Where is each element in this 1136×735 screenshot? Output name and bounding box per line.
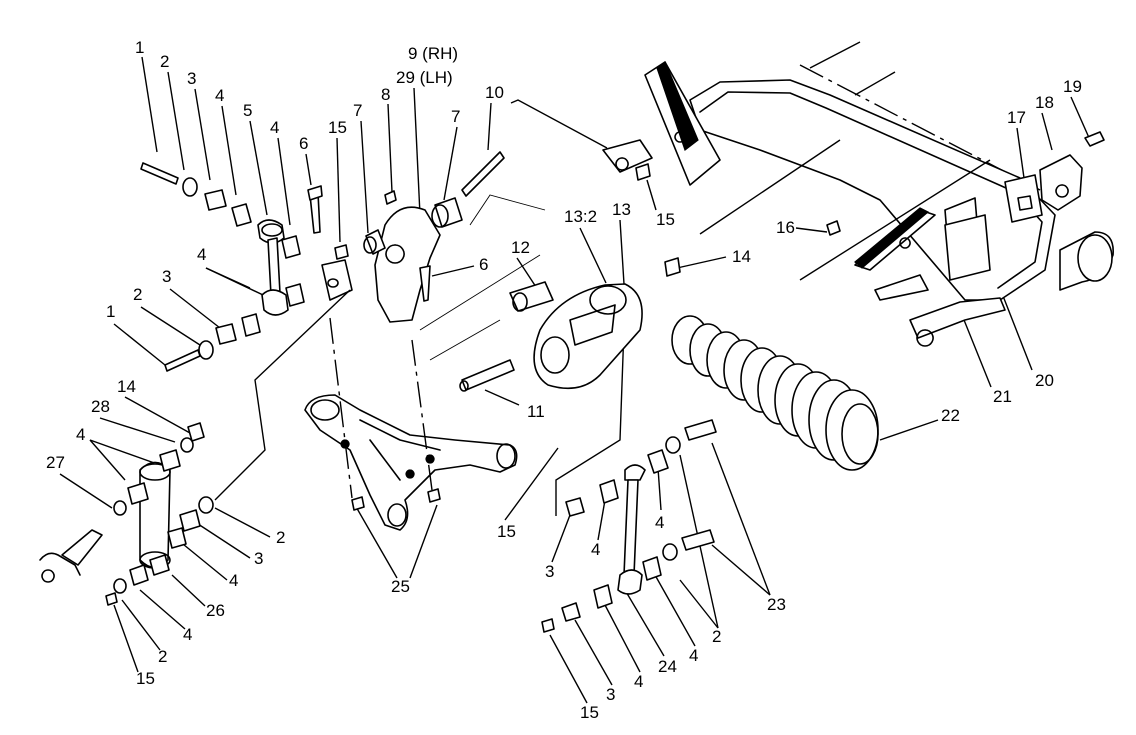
- callout-4: 4: [197, 245, 206, 264]
- callout-3: 3: [162, 267, 171, 286]
- callout-4: 4: [689, 646, 698, 665]
- callout-5: 5: [243, 101, 252, 120]
- spring-assembly: [459, 257, 879, 471]
- callout-3: 3: [187, 69, 196, 88]
- callout-15: 15: [656, 210, 675, 229]
- callout-15: 15: [136, 669, 155, 688]
- callout-4: 4: [183, 625, 192, 644]
- callout-1: 1: [106, 302, 115, 321]
- callout-6: 6: [479, 255, 488, 274]
- callout-2: 2: [160, 52, 169, 71]
- callout-4: 4: [655, 513, 664, 532]
- callout-12: 12: [511, 238, 530, 257]
- callout-2: 2: [158, 647, 167, 666]
- callout-1: 1: [135, 38, 144, 57]
- callout-3: 3: [254, 549, 263, 568]
- pivot-bracket-assembly: [140, 151, 546, 501]
- callout-16: 16: [776, 218, 795, 237]
- rear-frame-assembly: [602, 41, 1114, 347]
- coil-spring: [671, 315, 879, 471]
- callout-7: 7: [451, 107, 460, 126]
- callout-4: 4: [76, 425, 85, 444]
- callout-23: 23: [767, 595, 786, 614]
- control-arm: [304, 317, 518, 531]
- callout-18: 18: [1035, 93, 1054, 112]
- callout-7: 7: [353, 101, 362, 120]
- callout-10: 10: [485, 83, 504, 102]
- callout-4: 4: [270, 118, 279, 137]
- knuckle-assembly: [39, 422, 214, 606]
- callout-29-lh: 29 (LH): [396, 68, 453, 87]
- callout-2: 2: [712, 627, 721, 646]
- callout-19: 19: [1063, 77, 1082, 96]
- callout-26: 26: [206, 601, 225, 620]
- callout-13: 13: [612, 200, 631, 219]
- callout-15: 15: [580, 703, 599, 722]
- callout-27: 27: [46, 453, 65, 472]
- callout-9-rh: 9 (RH): [408, 44, 458, 63]
- callout-labels: 1 2 3 4 5 4 6 15 8 7 9 (RH) 29 (LH) 7 10…: [46, 38, 1082, 722]
- callout-17: 17: [1007, 108, 1026, 127]
- callout-3: 3: [606, 685, 615, 704]
- callout-20: 20: [1035, 371, 1054, 390]
- callout-15: 15: [328, 118, 347, 137]
- callout-3: 3: [545, 562, 554, 581]
- callout-25: 25: [391, 577, 410, 596]
- callout-4: 4: [229, 571, 238, 590]
- callout-4: 4: [215, 86, 224, 105]
- callout-2: 2: [133, 285, 142, 304]
- callout-28: 28: [91, 397, 110, 416]
- callout-14: 14: [732, 247, 751, 266]
- callout-4: 4: [634, 672, 643, 691]
- callout-4: 4: [591, 540, 600, 559]
- link-rod-assembly: [541, 419, 717, 633]
- callout-22: 22: [941, 406, 960, 425]
- callout-15: 15: [497, 522, 516, 541]
- callout-8: 8: [381, 85, 390, 104]
- callout-6: 6: [299, 134, 308, 153]
- callout-14: 14: [117, 377, 136, 396]
- callout-13-2: 13:2: [564, 207, 597, 226]
- callout-2: 2: [276, 528, 285, 547]
- callout-24: 24: [658, 657, 677, 676]
- callout-21: 21: [993, 387, 1012, 406]
- callout-11: 11: [527, 402, 545, 421]
